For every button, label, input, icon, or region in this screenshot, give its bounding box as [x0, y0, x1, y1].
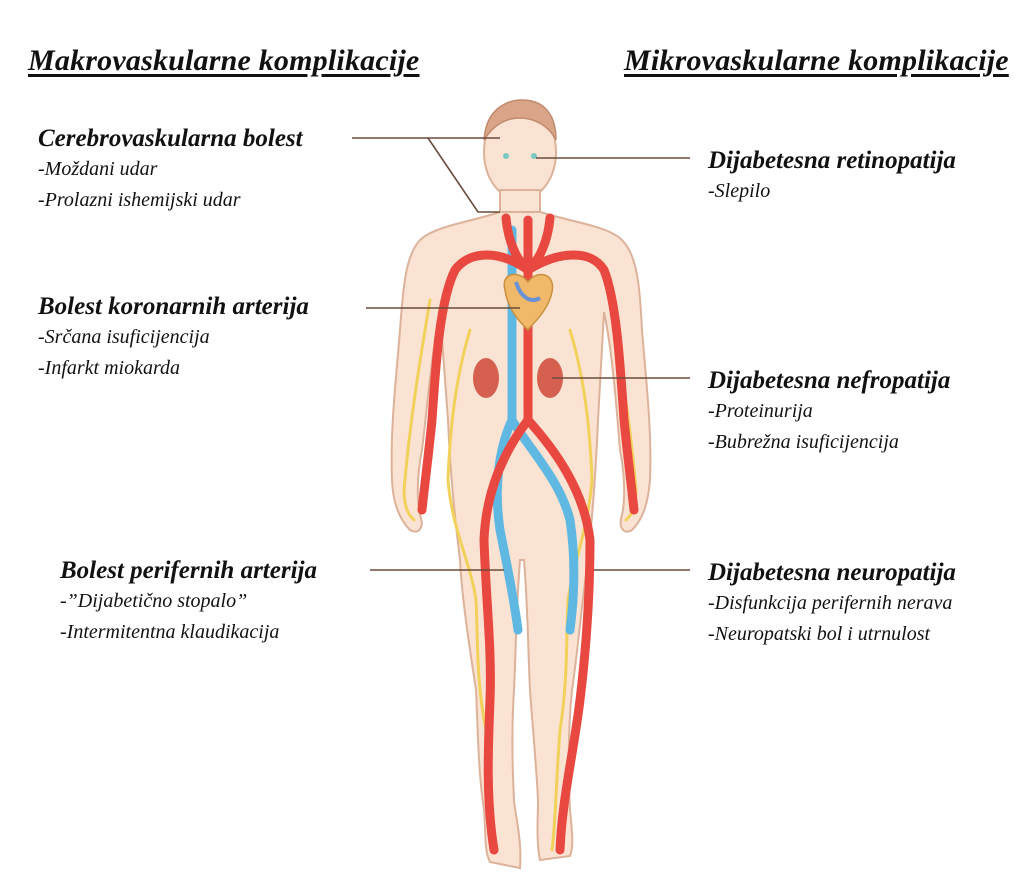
- label-retinopathy-title: Dijabetesna retinopatija: [708, 146, 956, 176]
- left-kidney: [473, 358, 499, 398]
- label-peripheral-arterial-title: Bolest perifernih arterija: [60, 556, 317, 586]
- label-cerebrovascular-item: -Prolazni ishemijski udar: [38, 185, 303, 216]
- label-neuropathy: Dijabetesna neuropatija -Disfunkcija per…: [708, 558, 956, 650]
- label-nephropathy-item: -Proteinurija: [708, 396, 950, 427]
- label-peripheral-arterial-item: -Intermitentna klaudikacija: [60, 617, 317, 648]
- label-coronary-item: -Infarkt miokarda: [38, 353, 309, 384]
- label-nephropathy-title: Dijabetesna nefropatija: [708, 366, 950, 396]
- body-silhouette: [392, 104, 651, 868]
- label-nephropathy: Dijabetesna nefropatija -Proteinurija -B…: [708, 366, 950, 458]
- left-eye: [503, 153, 509, 159]
- label-nephropathy-item: -Bubrežna isuficijencija: [708, 427, 950, 458]
- label-neuropathy-item: -Disfunkcija perifernih nerava: [708, 588, 956, 619]
- label-cerebrovascular-title: Cerebrovaskularna bolest: [38, 124, 303, 154]
- label-peripheral-arterial-item: -”Dijabetično stopalo”: [60, 586, 317, 617]
- label-neuropathy-title: Dijabetesna neuropatija: [708, 558, 956, 588]
- label-cerebrovascular-item: -Moždani udar: [38, 154, 303, 185]
- label-coronary-title: Bolest koronarnih arterija: [38, 292, 309, 322]
- label-cerebrovascular: Cerebrovaskularna bolest -Moždani udar -…: [38, 124, 303, 216]
- label-retinopathy: Dijabetesna retinopatija -Slepilo: [708, 146, 956, 207]
- label-peripheral-arterial: Bolest perifernih arterija -”Dijabetično…: [60, 556, 317, 648]
- label-neuropathy-item: -Neuropatski bol i utrnulost: [708, 619, 956, 650]
- label-retinopathy-item: -Slepilo: [708, 176, 956, 207]
- label-coronary: Bolest koronarnih arterija -Srčana isufi…: [38, 292, 309, 384]
- label-coronary-item: -Srčana isuficijencija: [38, 322, 309, 353]
